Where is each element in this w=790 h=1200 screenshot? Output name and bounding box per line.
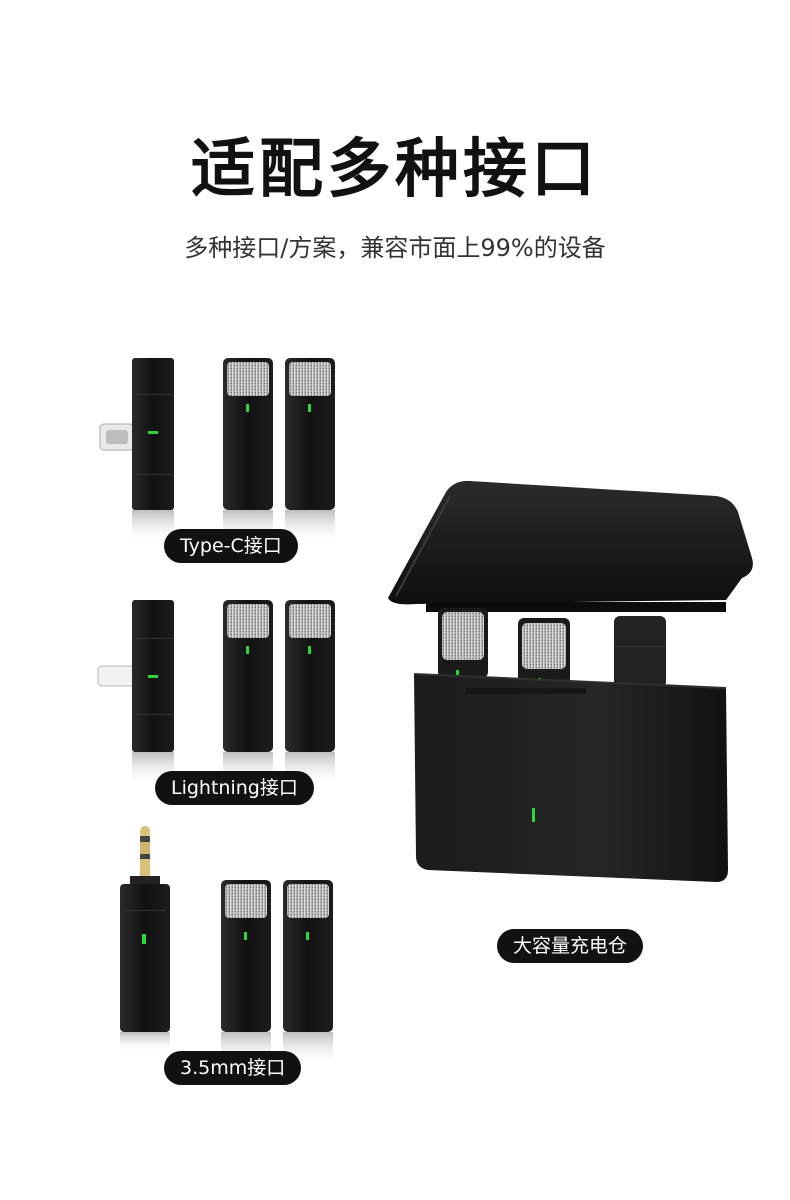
microphone-transmitter — [223, 600, 273, 786]
typec-receiver — [99, 358, 174, 544]
microphone-transmitter — [223, 358, 273, 544]
lightning-label: Lightning接口 — [155, 771, 314, 805]
lightning-receiver — [97, 600, 174, 786]
case-label: 大容量充电仓 — [497, 929, 644, 963]
microphone-transmitter — [283, 880, 333, 1066]
page-subtitle: 多种接口/方案，兼容市面上99%的设备 — [184, 234, 606, 262]
typec-label: Type-C接口 — [164, 529, 298, 563]
charging-case — [388, 480, 753, 882]
microphone-transmitter — [285, 358, 335, 544]
jack-receiver — [120, 826, 170, 1052]
jack-label: 3.5mm接口 — [164, 1051, 302, 1085]
page-title: 适配多种接口 — [191, 133, 599, 207]
microphone-transmitter — [221, 880, 271, 1066]
microphone-transmitter — [285, 600, 335, 786]
